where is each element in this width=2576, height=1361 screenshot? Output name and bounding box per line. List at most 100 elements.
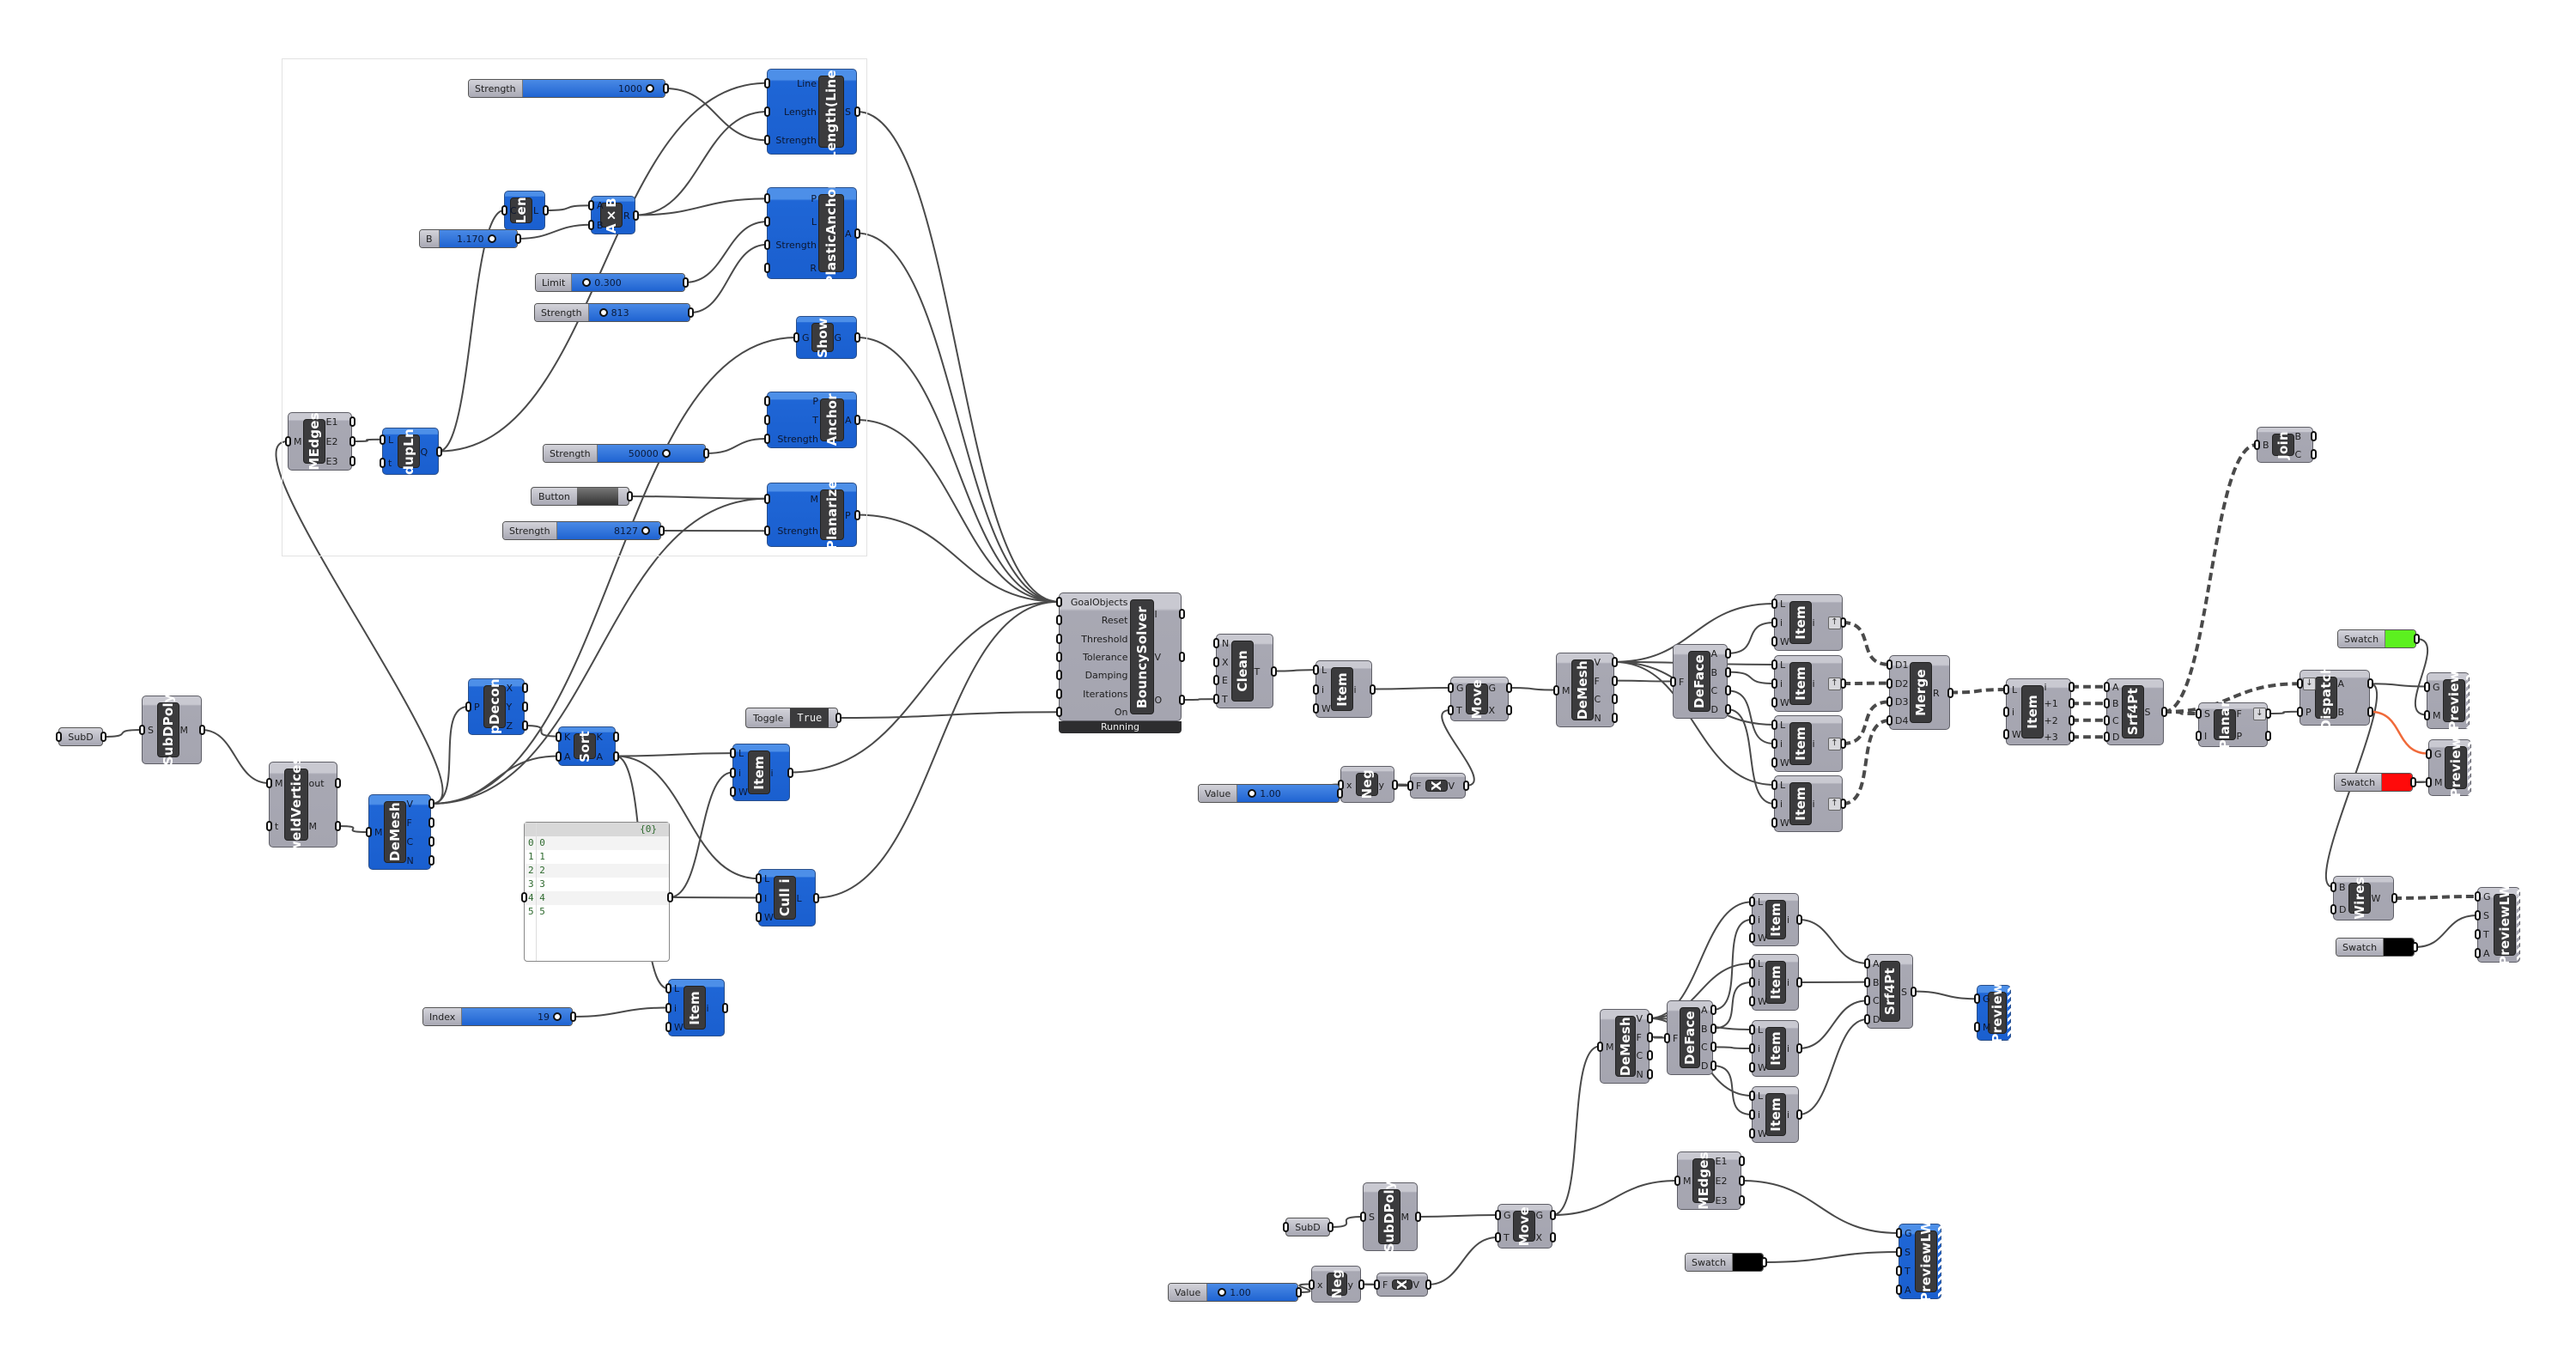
output-grip[interactable] xyxy=(349,436,355,447)
input-grip[interactable] xyxy=(1056,652,1062,662)
output-s[interactable]: S xyxy=(2144,707,2151,718)
output-grip[interactable] xyxy=(436,446,442,457)
component-dispatch[interactable]: DispatchLPAB xyxy=(2300,665,2370,731)
wire[interactable] xyxy=(1712,919,1753,1011)
input-p[interactable]: P xyxy=(474,702,480,713)
input-grip[interactable] xyxy=(1749,896,1755,908)
input-a[interactable]: A xyxy=(2483,948,2490,959)
input-grip[interactable] xyxy=(665,1002,671,1013)
output-c[interactable]: C xyxy=(1710,685,1718,697)
output-grip[interactable] xyxy=(428,799,434,809)
input-grip[interactable] xyxy=(2297,678,2303,690)
input-w[interactable]: W xyxy=(1321,702,1331,714)
output-s[interactable]: S xyxy=(845,106,851,118)
output-grip[interactable] xyxy=(854,106,860,117)
output-l[interactable]: L xyxy=(533,205,539,216)
input-grip[interactable] xyxy=(793,332,799,343)
wire[interactable] xyxy=(524,725,559,738)
input-d1[interactable]: D1 xyxy=(1895,659,1909,671)
output-i[interactable]: i xyxy=(1787,977,1790,988)
slider-track[interactable]: 1.00 xyxy=(1207,1284,1297,1301)
input-i[interactable]: i xyxy=(1758,977,1761,988)
graft-arrow-icon[interactable]: ↑ xyxy=(1828,738,1841,750)
output-g[interactable]: G xyxy=(1535,1210,1544,1221)
wire[interactable] xyxy=(430,755,559,805)
slider-knob[interactable] xyxy=(487,234,496,243)
input-b[interactable]: B xyxy=(1873,976,1880,988)
output-i[interactable]: i xyxy=(706,1002,709,1014)
output-grip[interactable] xyxy=(1370,684,1376,695)
input-grip[interactable] xyxy=(1448,683,1454,693)
output-i[interactable]: i xyxy=(1812,799,1815,810)
input-grip[interactable] xyxy=(764,106,770,117)
input-m[interactable]: M xyxy=(294,436,302,447)
flatten-arrow-icon[interactable]: ↓ xyxy=(2303,677,2316,691)
component-mult[interactable]: A×BABR xyxy=(591,196,635,234)
input-grip[interactable] xyxy=(56,732,62,742)
wire[interactable] xyxy=(102,729,143,738)
output-b[interactable]: B xyxy=(1701,1023,1708,1035)
input-grip[interactable] xyxy=(1771,598,1777,609)
swatch-color[interactable] xyxy=(1733,1254,1763,1271)
input-grip[interactable] xyxy=(1886,677,1893,689)
input-grip[interactable] xyxy=(1448,705,1454,715)
output-grip[interactable] xyxy=(1725,647,1731,659)
input-grip[interactable] xyxy=(556,731,562,742)
output-grip[interactable] xyxy=(1179,652,1185,662)
input-grip[interactable] xyxy=(764,396,770,406)
input-l[interactable]: L xyxy=(674,983,680,995)
input-t[interactable]: T xyxy=(1504,1232,1510,1243)
input-grip[interactable] xyxy=(756,911,762,922)
input-t[interactable]: T xyxy=(1222,694,1228,706)
output-grip[interactable] xyxy=(854,332,860,343)
output-c[interactable]: C xyxy=(1594,694,1601,706)
input-grip[interactable] xyxy=(588,219,594,230)
input-grip[interactable] xyxy=(2003,729,2009,739)
subd-param-lower[interactable]: SubD xyxy=(1285,1218,1330,1236)
input-grip[interactable] xyxy=(1495,1210,1501,1220)
output-c[interactable]: C xyxy=(1636,1050,1643,1062)
output-grip[interactable] xyxy=(100,732,106,742)
input-m[interactable]: M xyxy=(2433,709,2441,721)
wire[interactable] xyxy=(1727,671,1775,684)
input-g[interactable]: G xyxy=(2483,891,2491,902)
input-grip[interactable] xyxy=(1896,1285,1902,1295)
input-grip[interactable] xyxy=(1749,996,1755,1006)
input-w[interactable]: W xyxy=(1758,932,1767,944)
wire[interactable] xyxy=(1842,621,1890,666)
wire[interactable] xyxy=(1613,679,1674,683)
input-grip[interactable] xyxy=(2104,732,2110,743)
input-grip[interactable] xyxy=(1974,1021,1980,1032)
input-g[interactable]: G xyxy=(1983,993,1990,1006)
output-grip[interactable] xyxy=(335,821,341,831)
output-grip[interactable] xyxy=(835,713,841,723)
output-grip[interactable] xyxy=(2391,893,2397,903)
output-grip[interactable] xyxy=(1840,617,1846,628)
output-grip[interactable] xyxy=(1840,678,1846,689)
output-r[interactable]: R xyxy=(1933,687,1940,699)
wire[interactable] xyxy=(337,825,369,833)
input-b[interactable]: B xyxy=(2339,882,2346,893)
wire[interactable] xyxy=(2369,683,2427,688)
input-grip[interactable] xyxy=(266,821,272,831)
input-grip[interactable] xyxy=(1056,596,1062,607)
output-grip[interactable] xyxy=(1415,1212,1421,1222)
slider-track[interactable]: 8127 xyxy=(556,522,660,539)
input-grip[interactable] xyxy=(1864,957,1870,969)
output-v[interactable]: V xyxy=(406,799,414,810)
button-param[interactable]: Button xyxy=(531,487,629,506)
input-grip[interactable] xyxy=(756,892,762,903)
input-w[interactable]: W xyxy=(674,1021,683,1033)
slider-knob[interactable] xyxy=(582,278,592,287)
input-g[interactable]: G xyxy=(1905,1228,1912,1239)
wire[interactable] xyxy=(856,232,1060,603)
output-grip[interactable] xyxy=(1725,685,1731,696)
input-grip[interactable] xyxy=(2475,929,2481,939)
